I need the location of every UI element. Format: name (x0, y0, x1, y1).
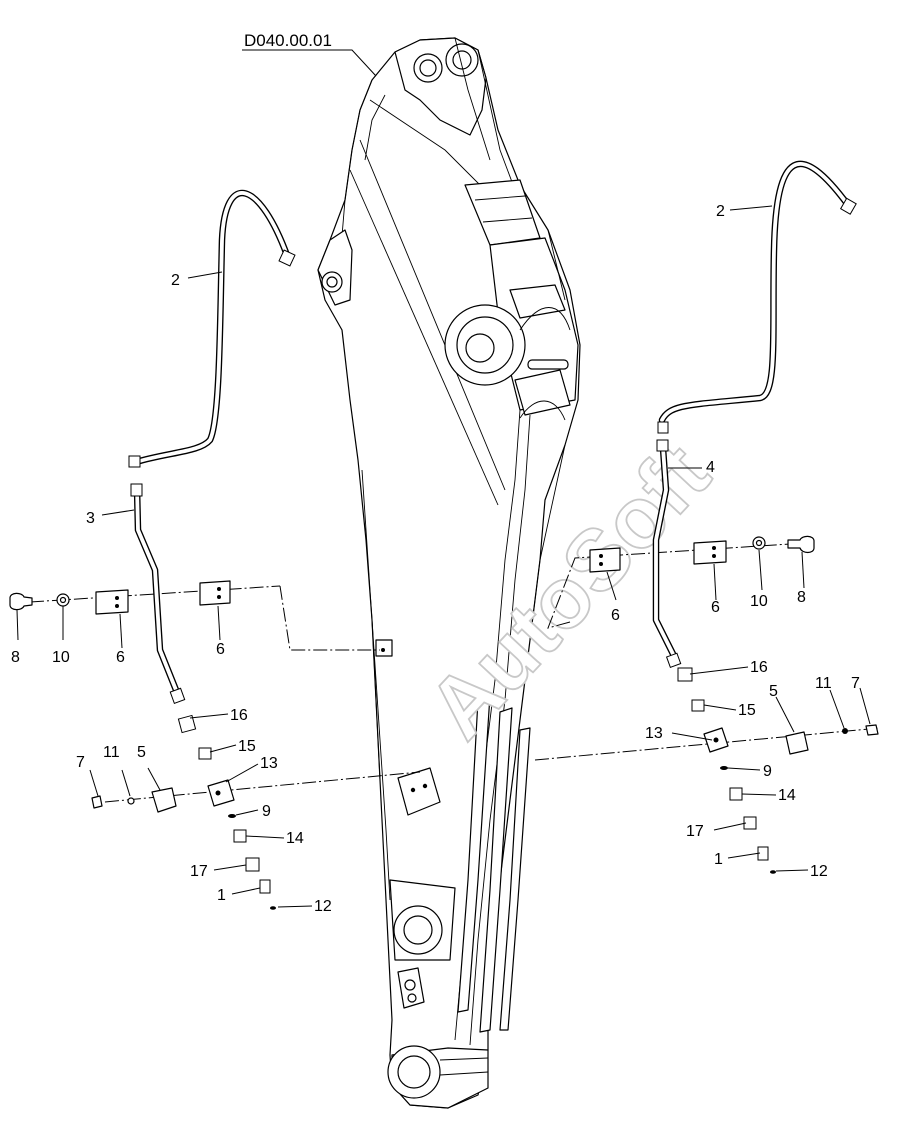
label-right-13: 13 (645, 725, 663, 742)
label-left-17: 17 (190, 863, 208, 880)
label-right-1: 1 (714, 851, 723, 868)
label-right-9: 9 (763, 763, 772, 780)
label-right-5: 5 (769, 683, 778, 700)
label-right-17: 17 (686, 823, 704, 840)
label-right-15: 15 (738, 702, 756, 719)
label-left-11: 11 (103, 744, 120, 761)
label-left-1: 1 (217, 887, 226, 904)
label-left-8: 8 (11, 649, 20, 666)
label-left-6a: 6 (116, 649, 125, 666)
reference-label: D040.00.01 (244, 31, 332, 50)
label-left-10: 10 (52, 649, 70, 666)
right-hose-assembly (589, 160, 879, 874)
label-right-16: 16 (750, 659, 768, 676)
label-left-2: 2 (171, 272, 180, 289)
label-left-5: 5 (137, 744, 146, 761)
label-right-6a: 6 (611, 607, 620, 624)
callout-labels: D040.00.01 2 3 8 10 6 6 16 15 13 7 11 5 … (11, 31, 860, 915)
label-left-9: 9 (262, 803, 271, 820)
label-left-13: 13 (260, 755, 278, 772)
label-left-12: 12 (314, 898, 332, 915)
label-right-7: 7 (851, 675, 860, 692)
label-right-6b: 6 (711, 599, 720, 616)
label-right-8: 8 (797, 589, 806, 606)
boom-arm (317, 37, 581, 1109)
label-right-2: 2 (716, 203, 725, 220)
label-left-7: 7 (76, 754, 85, 771)
label-left-14: 14 (286, 830, 304, 847)
left-hose-assembly (9, 189, 296, 910)
label-left-16: 16 (230, 707, 248, 724)
label-right-14: 14 (778, 787, 796, 804)
label-left-6b: 6 (216, 641, 225, 658)
label-right-12: 12 (810, 863, 828, 880)
label-right-10: 10 (750, 593, 768, 610)
label-right-11: 11 (815, 675, 832, 692)
label-left-15: 15 (238, 738, 256, 755)
leader-lines (16, 49, 871, 908)
label-left-3: 3 (86, 510, 95, 527)
label-right-4: 4 (706, 459, 715, 476)
